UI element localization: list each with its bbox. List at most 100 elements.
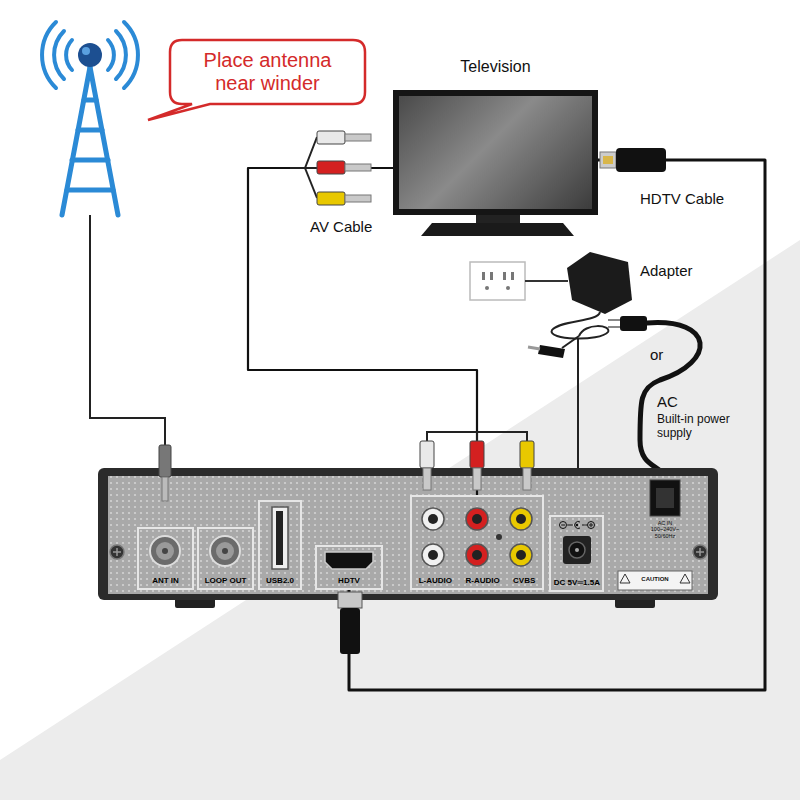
ac-plug <box>620 316 647 331</box>
rca-hole <box>516 550 526 560</box>
panel-screw <box>110 545 124 559</box>
rca-plug-red <box>470 441 484 468</box>
socket-ring <box>210 536 240 566</box>
text-label: AV Cable <box>310 218 372 236</box>
rca-plug-yellow <box>520 441 534 468</box>
text-label: or <box>650 346 663 364</box>
text-label: CAUTION <box>618 576 692 583</box>
coax-socket <box>210 536 240 566</box>
port-label: CVBS <box>513 576 535 585</box>
port-label: DC 5V═1.5A <box>554 578 600 587</box>
screw-slot <box>116 548 118 556</box>
rca-hole <box>472 550 482 560</box>
plug-prong <box>608 319 620 321</box>
background-shade <box>0 240 800 800</box>
rca-sockets <box>422 508 532 566</box>
rca-hole <box>472 514 482 524</box>
socket-body <box>216 542 234 560</box>
caution-sticker <box>618 571 692 590</box>
wall-outlet <box>470 262 525 300</box>
av-cable-split <box>305 168 317 198</box>
antenna-ball <box>78 43 102 67</box>
warning-triangle <box>620 574 630 583</box>
hdmi-plug-head <box>338 592 362 608</box>
rca-hole <box>516 514 526 524</box>
panel-rivet <box>496 534 502 540</box>
ac-inlet-body <box>650 480 680 516</box>
radio-wave <box>54 31 64 79</box>
rca-plug-tip <box>345 164 371 171</box>
text-label: HDTV Cable <box>640 190 724 208</box>
text-label: Adapter <box>640 262 693 280</box>
callout-bubble: Place antenna near winder <box>170 40 365 104</box>
label-holder: CAUTION <box>618 576 692 583</box>
dc-plug-tip <box>528 347 540 349</box>
outlet-slot <box>490 272 493 280</box>
socket-pin <box>162 548 168 554</box>
port-panel: HDTV <box>315 545 383 590</box>
text-label: AC IN 100~240V~ 50/60Hz <box>644 520 686 539</box>
port-label: USB2.0 <box>266 576 294 585</box>
socket-pin <box>222 548 228 554</box>
polarity-mark <box>591 523 592 527</box>
tv-stand <box>421 215 574 236</box>
ac-cable <box>640 323 700 481</box>
text-label: Built-in power supply <box>657 412 749 440</box>
av-cable-split <box>427 432 527 441</box>
rca-plug-tip <box>345 195 371 202</box>
rca-yellow <box>510 544 532 566</box>
rca-plug-red <box>317 161 345 174</box>
port-label: ANT IN <box>152 576 179 585</box>
box-housing <box>98 468 718 600</box>
dc-socket <box>560 522 595 565</box>
label-holder: AC IN 100~240V~ 50/60Hz <box>644 520 686 539</box>
label-holder: AV Cable <box>310 218 372 236</box>
adapter-body <box>567 252 632 314</box>
label-holder: Built-in power supply <box>657 412 749 440</box>
hdmi-plug-tv <box>600 148 666 172</box>
rca-plug-white <box>317 131 345 144</box>
polarity-minus <box>560 522 567 529</box>
adapter-cable <box>562 336 579 348</box>
tv-neck <box>476 215 520 224</box>
label-holder: HDTV Cable <box>640 190 724 208</box>
outlet-slot <box>482 272 485 280</box>
outlet-ground <box>485 286 489 290</box>
hdmi-plug-contacts <box>603 156 613 164</box>
panel-screw <box>693 545 707 559</box>
set-top-box <box>98 468 718 608</box>
hdmi-plug-body <box>616 148 666 172</box>
radio-wave <box>66 40 72 70</box>
outlet-ground <box>506 286 510 290</box>
antenna-tower <box>42 22 138 215</box>
hdmi-socket <box>325 552 373 569</box>
rca-plug-tip <box>523 468 531 490</box>
screw-head <box>693 545 707 559</box>
screw-head <box>110 545 124 559</box>
coax-plug <box>159 445 171 501</box>
coax-plug-body <box>159 445 171 477</box>
tower-rung <box>84 98 96 103</box>
rca-plugs-tv <box>290 131 371 205</box>
polarity-plus <box>588 522 595 529</box>
screw-slot <box>699 548 701 556</box>
radio-wave <box>42 22 56 88</box>
outlet-plate <box>470 262 525 300</box>
port-label: LOOP OUT <box>205 576 247 585</box>
outlet-slot <box>503 272 506 280</box>
label-holder: or <box>650 346 663 364</box>
port-panel: LOOP OUT <box>197 527 254 590</box>
polarity-c <box>575 522 580 529</box>
rca-plug-tip <box>345 134 371 141</box>
ac-inlet-face <box>656 488 674 508</box>
label-holder: AC <box>657 393 678 411</box>
usb-socket <box>272 507 288 569</box>
rca-red <box>466 508 488 530</box>
plug-prong <box>608 326 620 328</box>
av-cable-split <box>290 137 317 168</box>
outlet-lead <box>525 280 568 282</box>
coax-socket <box>150 536 180 566</box>
hdmi-plug-body <box>340 608 360 654</box>
tv-base <box>421 223 574 236</box>
